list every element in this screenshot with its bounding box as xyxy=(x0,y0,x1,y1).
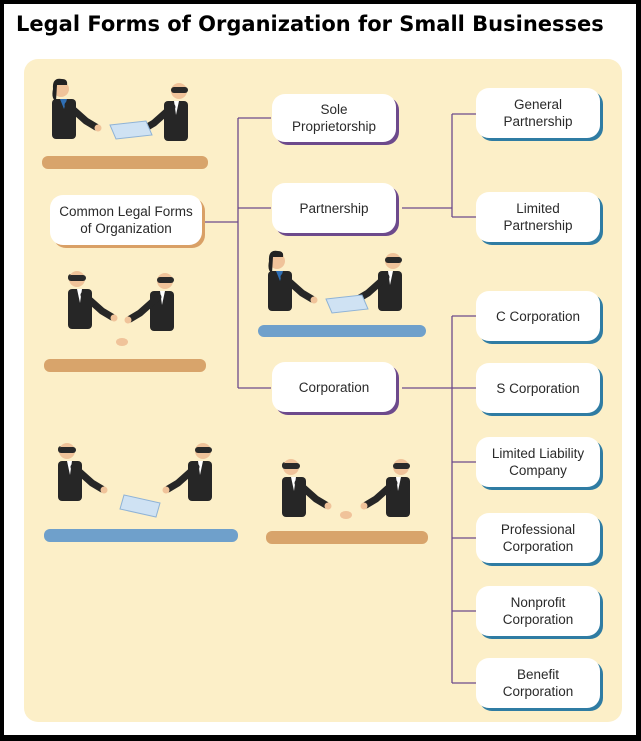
node-partnership: Partnership xyxy=(272,183,396,233)
node-limited-partnership: Limited Partnership xyxy=(476,192,600,242)
node-benefit-corporation: Benefit Corporation xyxy=(476,658,600,708)
node-general-partnership: General Partnership xyxy=(476,88,600,138)
node-c-corporation: C Corporation xyxy=(476,291,600,341)
businesswoman-businessman-signing-icon xyxy=(258,251,426,337)
two-businesspeople-signing-icon xyxy=(42,79,208,169)
node-sole-proprietorship: Sole Proprietorship xyxy=(272,94,396,142)
businessmen-handshake-icon xyxy=(44,271,206,372)
illustrations xyxy=(42,59,428,544)
diagram-frame: Legal Forms of Organization for Small Bu… xyxy=(4,4,636,735)
diagram-title: Legal Forms of Organization for Small Bu… xyxy=(16,12,604,36)
node-corporation: Corporation xyxy=(272,362,396,412)
connector-lines xyxy=(204,113,476,684)
node-s-corporation: S Corporation xyxy=(476,363,600,413)
node-nonprofit-corporation: Nonprofit Corporation xyxy=(476,586,600,636)
businessmen-exchange-document-icon xyxy=(44,443,238,542)
node-professional-corporation: Professional Corporation xyxy=(476,513,600,563)
businessmen-handshake-icon xyxy=(266,459,428,544)
diagram-panel: Common Legal Forms of Organization Sole … xyxy=(24,59,622,722)
node-limited-liability-company: Limited Liability Company xyxy=(476,437,600,487)
node-common-legal-forms: Common Legal Forms of Organization xyxy=(50,195,202,245)
